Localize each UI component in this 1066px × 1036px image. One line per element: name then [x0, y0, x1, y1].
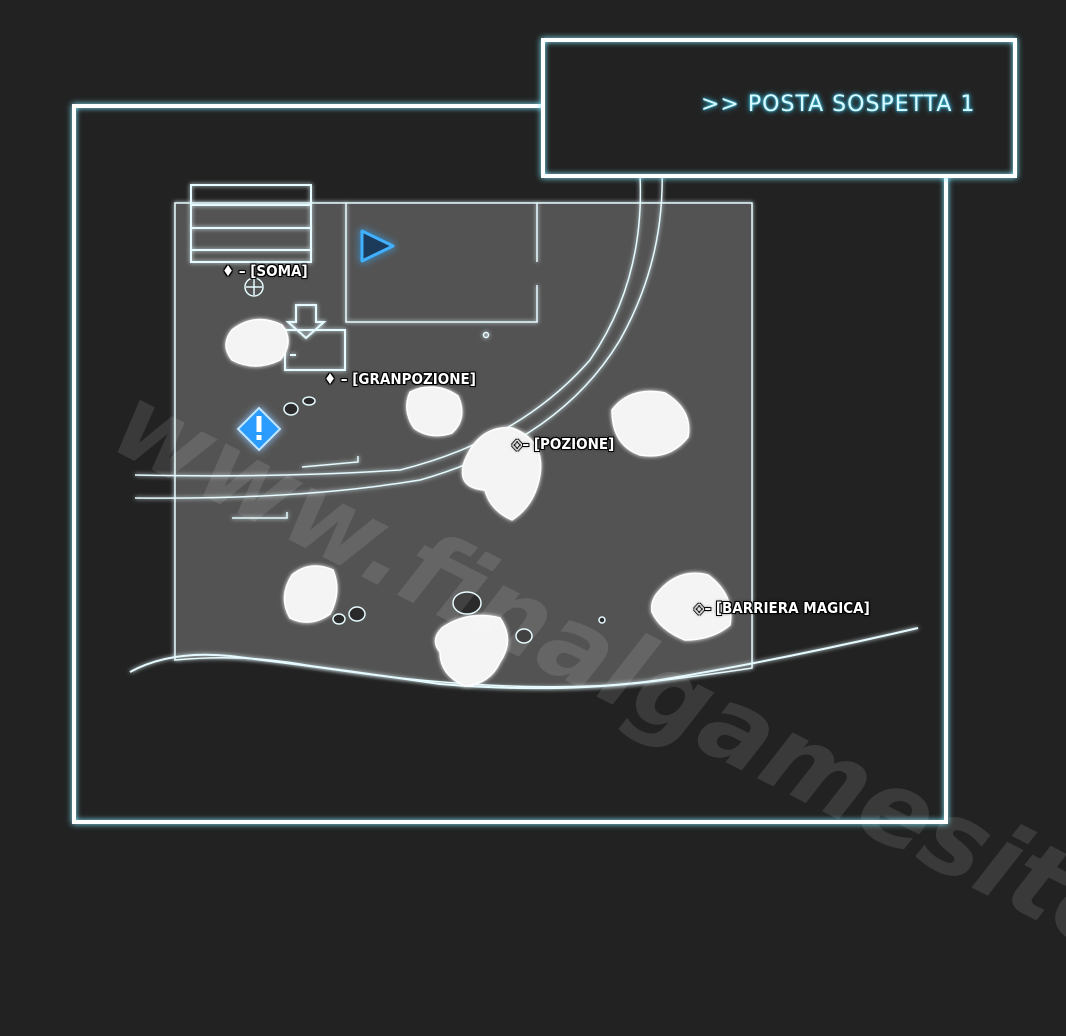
title-panel: >> POSTA SOSPETTA 1: [541, 38, 1017, 178]
page-title: >> POSTA SOSPETTA 1: [701, 92, 976, 117]
map-frame: [72, 104, 948, 824]
stairs: [190, 184, 312, 263]
building: [345, 203, 538, 339]
rocks: [225, 318, 732, 687]
marker-label-soma: ♦ – [SOMA]: [222, 262, 308, 280]
wheel-icon: [244, 277, 264, 297]
marker-label-pozione: ◇– [POZIONE]: [512, 435, 615, 453]
marker-label-granpozione: ♦ – [GRANPOZIONE]: [324, 370, 476, 388]
small-rocks: [283, 396, 606, 644]
shoreline: [129, 627, 919, 690]
exclamation-icon[interactable]: [236, 406, 282, 452]
marker-label-barriera: ◇– [BARRIERA MAGICA]: [694, 599, 870, 617]
start-arrow-icon[interactable]: [360, 229, 395, 263]
map-canvas: [129, 167, 919, 690]
